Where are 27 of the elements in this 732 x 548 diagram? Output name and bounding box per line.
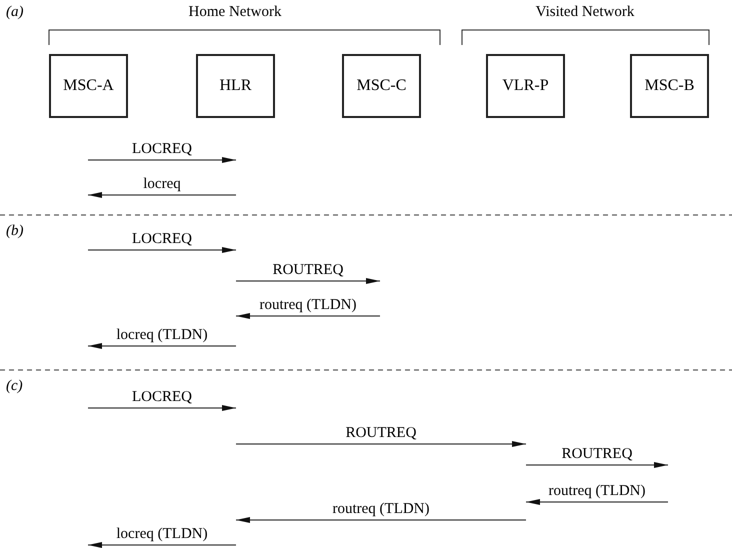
message-label: locreq (TLDN)	[114, 525, 210, 543]
message-label: ROUTREQ	[344, 424, 418, 442]
entity-name: MSC-A	[63, 76, 114, 96]
message-label: LOCREQ	[130, 230, 194, 248]
entity-name: VLR-P	[502, 76, 549, 96]
entity-name: MSC-C	[356, 76, 406, 96]
message-label: LOCREQ	[130, 388, 194, 406]
message-label: locreq (TLDN)	[114, 326, 210, 344]
entity-name: MSC-B	[644, 76, 694, 96]
message-label: routreq (TLDN)	[257, 296, 359, 314]
message-label: locreq	[141, 175, 183, 193]
entity-name: HLR	[220, 76, 252, 96]
entity-box	[486, 54, 565, 118]
group-label: Home Network	[188, 3, 282, 21]
message-label: ROUTREQ	[270, 261, 346, 279]
entity-box	[196, 54, 275, 118]
entity-box	[630, 54, 709, 118]
entity-box	[342, 54, 421, 118]
entity-box	[49, 54, 128, 118]
panel-label: (b)	[6, 222, 24, 240]
panel-label: (a)	[6, 3, 24, 21]
message-label: ROUTREQ	[560, 445, 634, 463]
message-label: routreq (TLDN)	[546, 482, 648, 500]
message-label: routreq (TLDN)	[330, 500, 432, 518]
message-label: LOCREQ	[130, 140, 194, 158]
group-label: Visited Network	[536, 3, 634, 21]
panel-label: (c)	[6, 377, 23, 395]
